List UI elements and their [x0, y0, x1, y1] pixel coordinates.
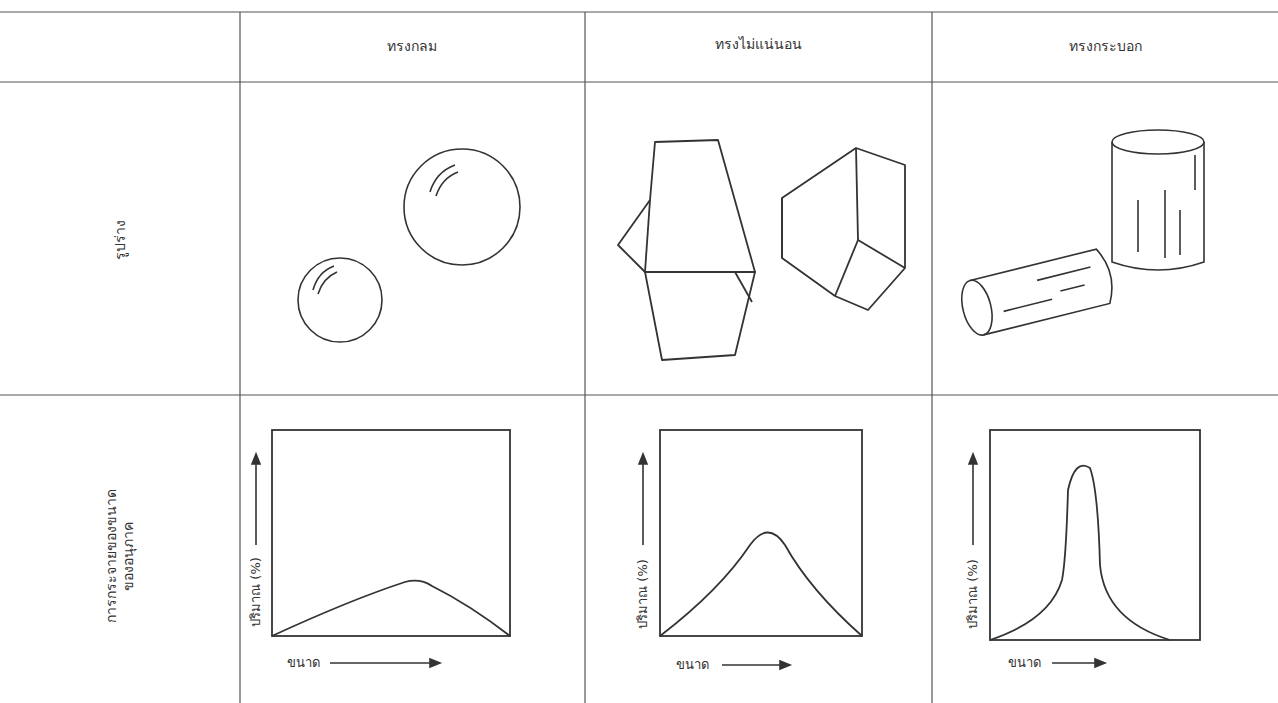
distribution-chart [272, 430, 1200, 640]
axis-arrows [252, 454, 1105, 669]
irregular-figure [618, 140, 905, 360]
column-header: ทรงกลม [385, 38, 439, 55]
axis-label: ปริมาณ (%) [248, 555, 264, 629]
axis-label: ขนาด [674, 657, 711, 673]
cylinder-figure [957, 130, 1204, 338]
row-header: การกระจายของขนาด ของอนุภาค [103, 479, 137, 633]
axis-label: ปริมาณ (%) [635, 557, 651, 631]
table-grid [0, 12, 1278, 703]
axis-label: ขนาด [1006, 655, 1043, 671]
axis-label: ขนาด [285, 655, 322, 671]
column-header: ทรงกระบอก [1067, 38, 1144, 55]
axis-label: ปริมาณ (%) [965, 557, 981, 631]
sphere-figure [298, 149, 520, 342]
column-header: ทรงไม่แน่นอน [713, 36, 804, 53]
row-header: รูปร่าง [112, 218, 129, 262]
